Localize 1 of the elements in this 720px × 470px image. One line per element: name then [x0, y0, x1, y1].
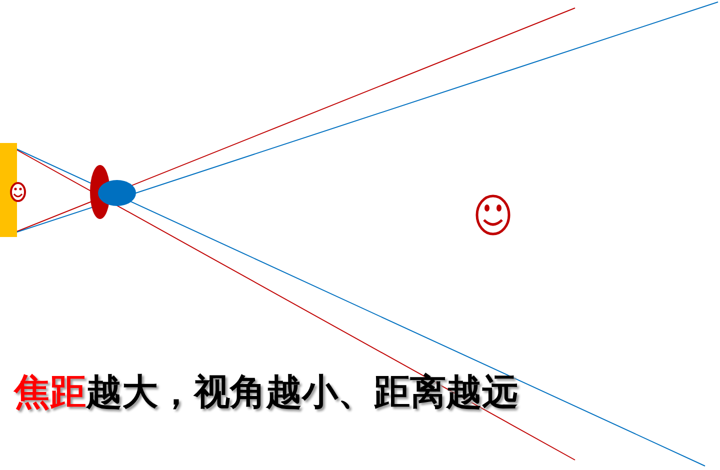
caption-text: 焦距 — [14, 372, 86, 413]
